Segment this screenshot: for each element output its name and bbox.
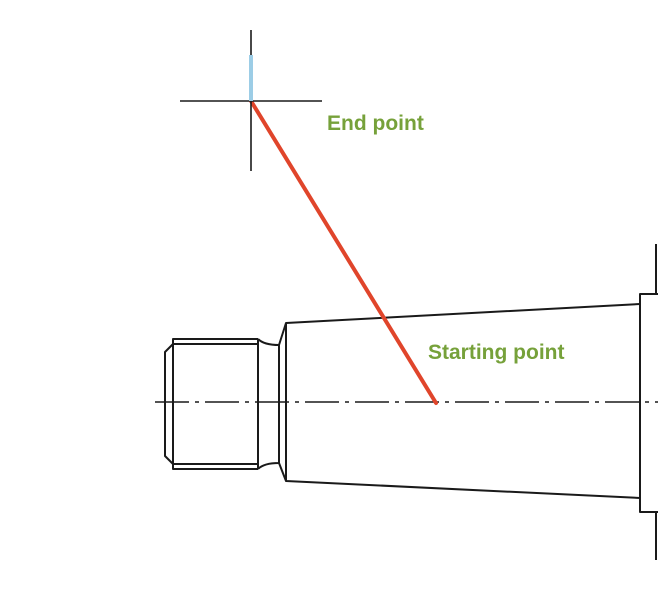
cursor-highlight [249,55,253,101]
drawn-line-segment[interactable] [249,99,438,405]
taper-bottom-edge [278,462,641,499]
flange-outline [639,293,658,513]
neck-relief [257,338,280,470]
starting-point-label: Starting point [428,341,565,364]
taper-top-edge [278,303,641,346]
thread-outer-profile [164,339,259,469]
end-point-label: End point [327,112,424,135]
